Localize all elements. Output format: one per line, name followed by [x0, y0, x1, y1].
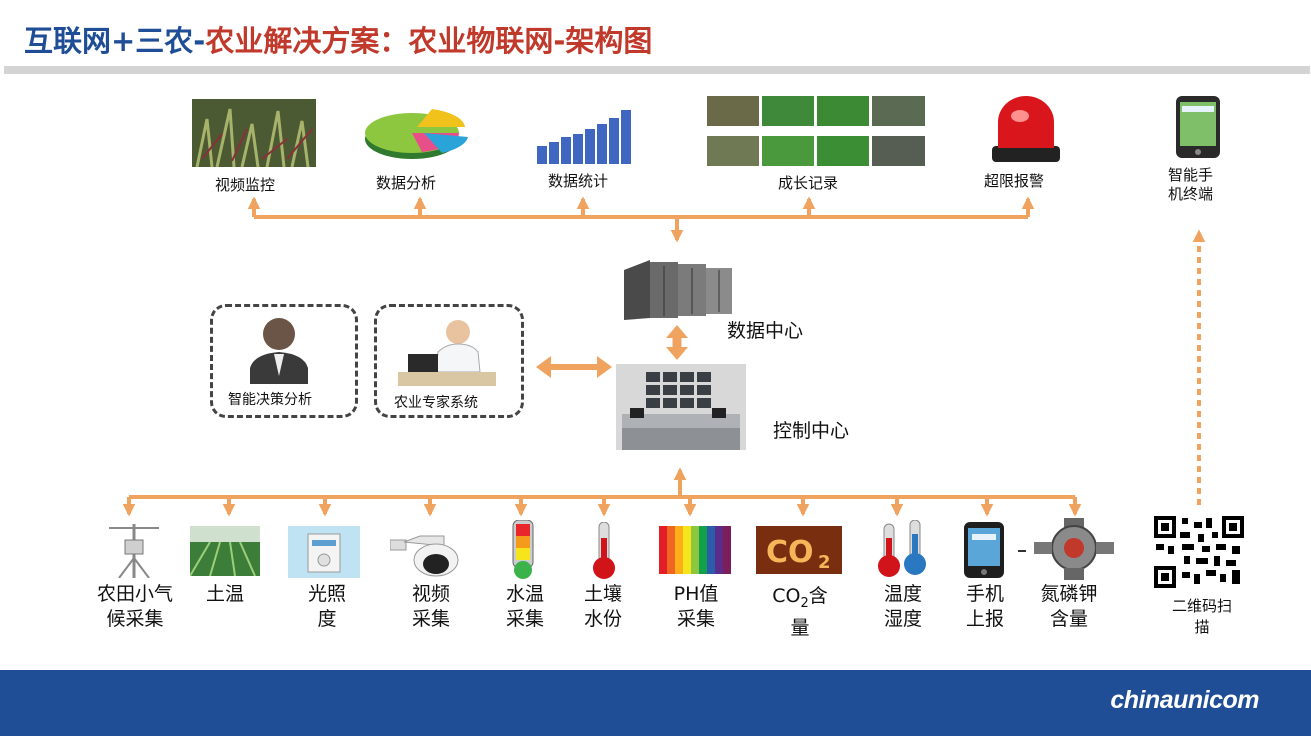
title-part-red: 农业解决方案：农业物联网-架构图: [205, 24, 653, 58]
data-statistics-label: 数据统计: [548, 172, 609, 190]
sensor-co2-line1: CO: [772, 585, 801, 607]
water-temp-gauge-icon: [508, 520, 538, 580]
data-center-label: 数据中心: [727, 320, 804, 342]
sensor-label-soil-temp: 土温: [192, 582, 258, 607]
sensor-label-video: 视频采集: [398, 582, 464, 632]
bar-stats-icon: [535, 104, 643, 166]
businessman-icon: [246, 316, 312, 384]
npk-sensor-icon: [1034, 518, 1114, 580]
svg-text:2: 2: [818, 552, 831, 573]
soil-thermometer-icon: [588, 522, 620, 580]
dc-arrow-head-down: [666, 347, 688, 360]
dc-arrow-head-up: [666, 325, 688, 338]
footer-bar: chinaunicom: [0, 670, 1311, 736]
sensor-co2-subscript: 2: [800, 595, 809, 611]
doctor-computer-icon: [398, 314, 496, 386]
temp-humidity-icon: [872, 520, 932, 580]
phone-report-icon: [962, 522, 1006, 578]
weather-station-icon: [99, 518, 169, 578]
svg-text:CO: CO: [766, 535, 814, 570]
pie-chart-icon: [362, 101, 470, 161]
sensor-label-water-temp: 水温采集: [492, 582, 558, 632]
video-monitor-label: 视频监控: [215, 176, 276, 194]
server-racks-icon: [624, 258, 734, 320]
sensor-label-ph: PH值采集: [660, 582, 732, 632]
sensor-label-co2: CO2含量: [758, 584, 842, 641]
greenhouse-icon: [190, 526, 260, 576]
expert-panel: [374, 304, 524, 418]
control-center-label: 控制中心: [773, 420, 850, 442]
sensor-co2-line1b: 含: [808, 585, 828, 607]
control-room-image: [616, 364, 746, 450]
sensor-light-line1: 光照: [307, 583, 346, 605]
dash-mark: [1016, 520, 1026, 580]
page-title: 互联网+三农-农业解决方案：农业物联网-架构图: [24, 18, 652, 60]
title-divider: [4, 66, 1310, 74]
sensor-label-npk: 氮磷钾含量: [1024, 582, 1114, 632]
mobile-label-line1: 智能手: [1168, 166, 1214, 184]
expert-arrow-head-right: [597, 356, 612, 378]
alarm-label: 超限报警: [984, 172, 1045, 190]
sensor-phone-report-line2: 上报: [965, 608, 1004, 630]
sensor-npk-line1: 氮磷钾: [1040, 583, 1098, 605]
sensor-co2-line2: 量: [790, 616, 810, 639]
sensor-weather-line1: 农田小气: [96, 583, 173, 605]
crop-field-icon: [192, 99, 316, 167]
qr-label-line2: 描: [1194, 618, 1210, 636]
sensor-label-soil-moisture: 土壤水份: [570, 582, 636, 632]
qr-code-icon: [1154, 516, 1244, 588]
decision-panel: [210, 304, 358, 418]
sensor-video-line2: 采集: [411, 608, 450, 630]
co2-icon: CO 2: [756, 526, 842, 574]
sensor-water-temp-line1: 水温: [505, 583, 544, 605]
sensor-temp-humidity-line1: 温度: [883, 583, 922, 605]
ph-strip-icon: [659, 526, 731, 574]
alarm-light-icon: [988, 96, 1064, 164]
qr-label-line1: 二维码扫: [1171, 597, 1232, 615]
sensor-water-temp-line2: 采集: [505, 608, 544, 630]
video-monitor-image: [192, 99, 316, 167]
dome-camera-icon: [390, 522, 462, 578]
qr-scan-label: 二维码扫描: [1160, 596, 1244, 638]
sensor-soil-moisture-line2: 水份: [583, 608, 622, 630]
mobile-label-line2: 机终端: [1168, 185, 1214, 203]
sensor-label-phone-report: 手机上报: [952, 582, 1018, 632]
growth-photos-grid: [707, 96, 925, 166]
smartphone-icon: [1174, 96, 1222, 158]
sensor-phone-report-line1: 手机: [965, 583, 1004, 605]
sensor-label-light: 光照度: [294, 582, 360, 632]
mobile-terminal-label: 智能手 机终端: [1168, 166, 1213, 204]
data-analysis-label: 数据分析: [376, 174, 437, 192]
sensor-npk-line2: 含量: [1049, 608, 1088, 630]
sensor-soil-moisture-line1: 土壤: [583, 583, 622, 605]
expert-system-label: 农业专家系统: [394, 395, 478, 411]
sensor-ph-line1: PH值: [673, 583, 719, 605]
sensor-soil-temp-line1: 土温: [205, 583, 244, 605]
sensor-light-line2: 度: [317, 608, 337, 630]
sensor-label-temp-humidity: 温度湿度: [870, 582, 936, 632]
growth-record-label: 成长记录: [778, 174, 839, 192]
expert-arrow-head-left: [536, 356, 551, 378]
sensor-temp-humidity-line2: 湿度: [883, 608, 922, 630]
sensor-weather-line2: 候采集: [106, 608, 164, 630]
light-sensor-icon: [288, 526, 360, 578]
sensor-label-weather: 农田小气候采集: [80, 582, 190, 632]
sensor-ph-line2: 采集: [676, 608, 715, 630]
decision-analysis-label: 智能决策分析: [228, 392, 312, 408]
title-part-blue: 互联网+三农-: [24, 24, 206, 58]
brand-logo-text: chinaunicom: [1110, 686, 1259, 714]
sensor-video-line1: 视频: [411, 583, 450, 605]
